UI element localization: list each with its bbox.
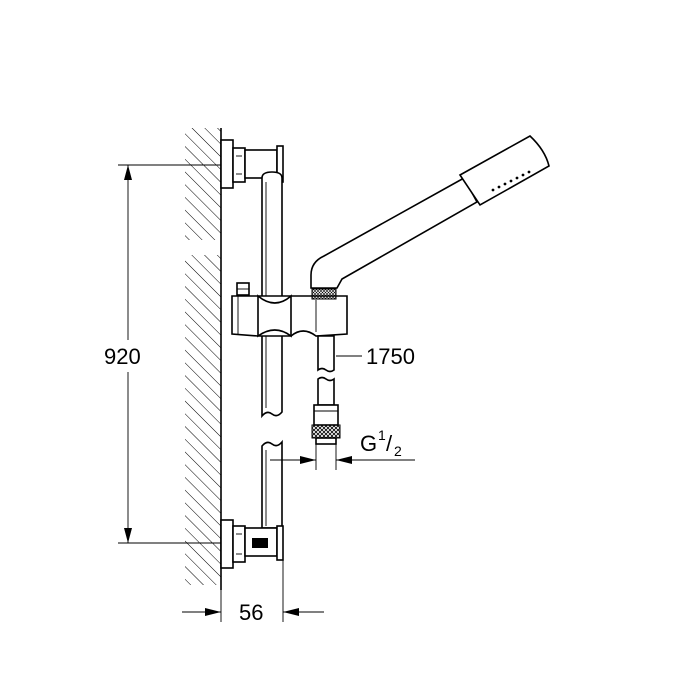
connection-label-num: 1 bbox=[378, 427, 386, 443]
shower-hose bbox=[311, 335, 341, 445]
dimension-arrow-down bbox=[124, 528, 132, 543]
connection-label-g: G bbox=[360, 431, 377, 456]
dimension-depth-label: 56 bbox=[239, 600, 263, 625]
connection-label-slash: / bbox=[386, 431, 393, 456]
connection-arrow-left bbox=[300, 456, 316, 464]
dimension-arrow-up bbox=[124, 165, 132, 180]
dimension-depth bbox=[182, 560, 324, 622]
depth-arrow-right bbox=[283, 608, 299, 616]
slider-holder bbox=[231, 282, 348, 338]
connection-label-den: 2 bbox=[394, 443, 402, 459]
sliding-rail bbox=[261, 171, 283, 529]
wall bbox=[185, 128, 222, 590]
connection-arrow-right bbox=[336, 456, 352, 464]
hose-length-label: 1750 bbox=[366, 344, 415, 369]
top-wall-bracket bbox=[220, 139, 284, 189]
dimension-connection bbox=[270, 444, 415, 470]
depth-arrow-left bbox=[205, 608, 221, 616]
spray-nozzles bbox=[491, 170, 531, 192]
dimension-height-label: 920 bbox=[104, 344, 141, 369]
bottom-wall-bracket bbox=[220, 519, 284, 569]
hand-shower bbox=[310, 135, 550, 300]
dimension-height bbox=[118, 164, 222, 544]
